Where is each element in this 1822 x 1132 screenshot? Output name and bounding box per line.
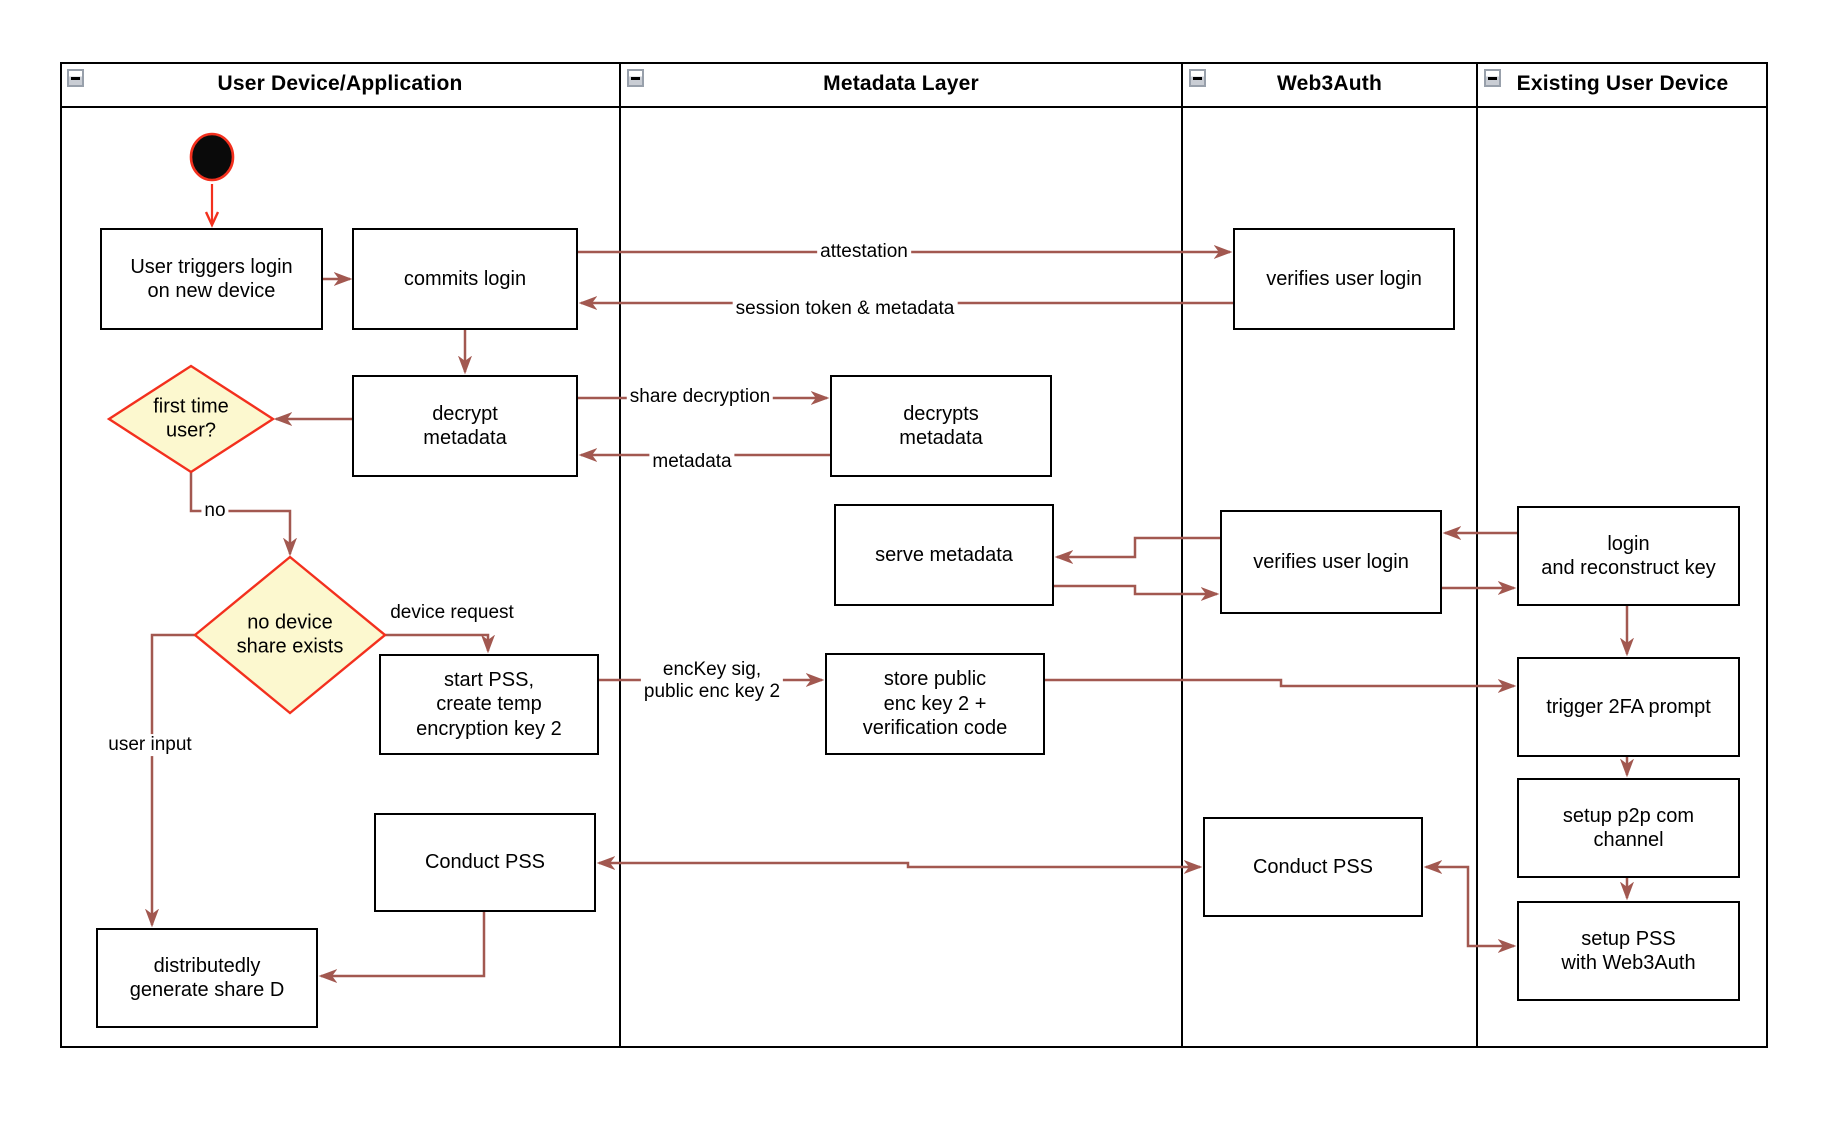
minus-icon [1193, 76, 1202, 80]
node-user-triggers-login[interactable]: User triggers login on new device [100, 228, 323, 330]
collapse-lane-icon[interactable] [1484, 69, 1501, 87]
edge-label-user-input: user input [105, 734, 195, 756]
edge-user-input [152, 633, 195, 925]
edge-label-share-decryption: share decryption [626, 386, 774, 408]
node-label: verifies user login [1253, 550, 1409, 573]
minus-icon [71, 76, 80, 80]
diagram-frame [60, 62, 1768, 1048]
start-node[interactable] [189, 132, 235, 182]
collapse-lane-icon[interactable] [1189, 69, 1206, 87]
lane-title-text: User Device/Application [217, 72, 463, 95]
node-decrypt-metadata[interactable]: decrypt metadata [352, 375, 578, 477]
node-label: Conduct PSS [424, 851, 546, 874]
lane-header-1: Metadata Layer [620, 62, 1182, 106]
lane-header-0: User Device/Application [60, 62, 620, 106]
minus-icon [1488, 76, 1497, 80]
edge-label-session-token-metadata: session token & metadata [732, 298, 958, 320]
lane-header-separator [60, 106, 1768, 108]
node-label: decrypt metadata [423, 402, 507, 449]
node-verifies-user-login-2[interactable]: verifies user login [1220, 510, 1442, 614]
decision-label-first-time-user: first time user? [153, 395, 229, 442]
edge-setup-pss-conduct-link [1426, 867, 1514, 946]
node-label: trigger 2FA prompt [1546, 695, 1711, 718]
node-label: start PSS, create temp encryption key 2 [416, 668, 562, 740]
lane-title-text: Web3Auth [1276, 72, 1383, 95]
lane-title-text: Existing User Device [1516, 72, 1729, 95]
node-commits-login[interactable]: commits login [352, 228, 578, 330]
node-store-public-enc-key[interactable]: store public enc key 2 + verification co… [825, 653, 1045, 755]
lane-divider-2 [1181, 62, 1183, 1048]
node-setup-pss-with-web3auth[interactable]: setup PSS with Web3Auth [1517, 901, 1740, 1001]
edge-serve-to-verifies2 [1054, 584, 1217, 594]
node-verifies-user-login-1[interactable]: verifies user login [1233, 228, 1455, 330]
edge-label-metadata: metadata [649, 451, 735, 473]
node-distributedly-generate-share-d[interactable]: distributedly generate share D [96, 928, 318, 1028]
node-label: commits login [403, 267, 527, 290]
node-conduct-pss-web3auth[interactable]: Conduct PSS [1203, 817, 1423, 917]
edge-conduct-pss-link [599, 863, 1200, 867]
node-serve-metadata[interactable]: serve metadata [834, 504, 1054, 606]
edge-no-path [189, 472, 290, 554]
lane-divider-3 [1476, 62, 1478, 1048]
node-label: serve metadata [875, 543, 1013, 566]
collapse-lane-icon[interactable] [67, 69, 84, 87]
lane-divider-1 [619, 62, 621, 1048]
edge-label-device-request: device request [387, 602, 517, 624]
decision-first-time-user[interactable] [106, 364, 276, 474]
node-label: decrypts metadata [899, 402, 983, 449]
node-start-pss-create-temp[interactable]: start PSS, create temp encryption key 2 [379, 654, 599, 755]
node-conduct-pss-user-device[interactable]: Conduct PSS [374, 813, 596, 912]
minus-icon [631, 76, 640, 80]
node-label: setup p2p com channel [1562, 804, 1695, 851]
edge-store-to-2fa [1045, 678, 1514, 686]
node-decrypts-metadata[interactable]: decrypts metadata [830, 375, 1052, 477]
edge-label-no: no [201, 500, 229, 522]
node-login-and-reconstruct-key[interactable]: login and reconstruct key [1517, 506, 1740, 606]
lane-header-3: Existing User Device [1477, 62, 1768, 106]
node-label: distributedly generate share D [129, 954, 285, 1001]
node-label: login and reconstruct key [1541, 532, 1716, 579]
edge-conduct-to-distributedly [321, 912, 486, 976]
node-label: setup PSS with Web3Auth [1561, 927, 1696, 974]
node-label: Conduct PSS [1252, 855, 1374, 878]
decision-no-device-share-exists[interactable] [193, 555, 387, 715]
decision-label-no-device-share-exists: no device share exists [236, 611, 344, 658]
node-label: verifies user login [1266, 267, 1422, 290]
lane-header-2: Web3Auth [1182, 62, 1477, 106]
node-label: store public enc key 2 + verification co… [862, 668, 1008, 740]
node-label: User triggers login on new device [130, 255, 293, 302]
node-trigger-2fa-prompt[interactable]: trigger 2FA prompt [1517, 657, 1740, 757]
edge-verifies2-to-serve [1057, 536, 1220, 557]
node-setup-p2p-com-channel[interactable]: setup p2p com channel [1517, 778, 1740, 878]
edge-label-attestation: attestation [817, 241, 911, 263]
collapse-lane-icon[interactable] [627, 69, 644, 87]
edge-label-enckey-sig: encKey sig, public enc key 2 [640, 659, 784, 703]
lane-title-text: Metadata Layer [823, 72, 979, 95]
edge-device-request [385, 633, 488, 651]
